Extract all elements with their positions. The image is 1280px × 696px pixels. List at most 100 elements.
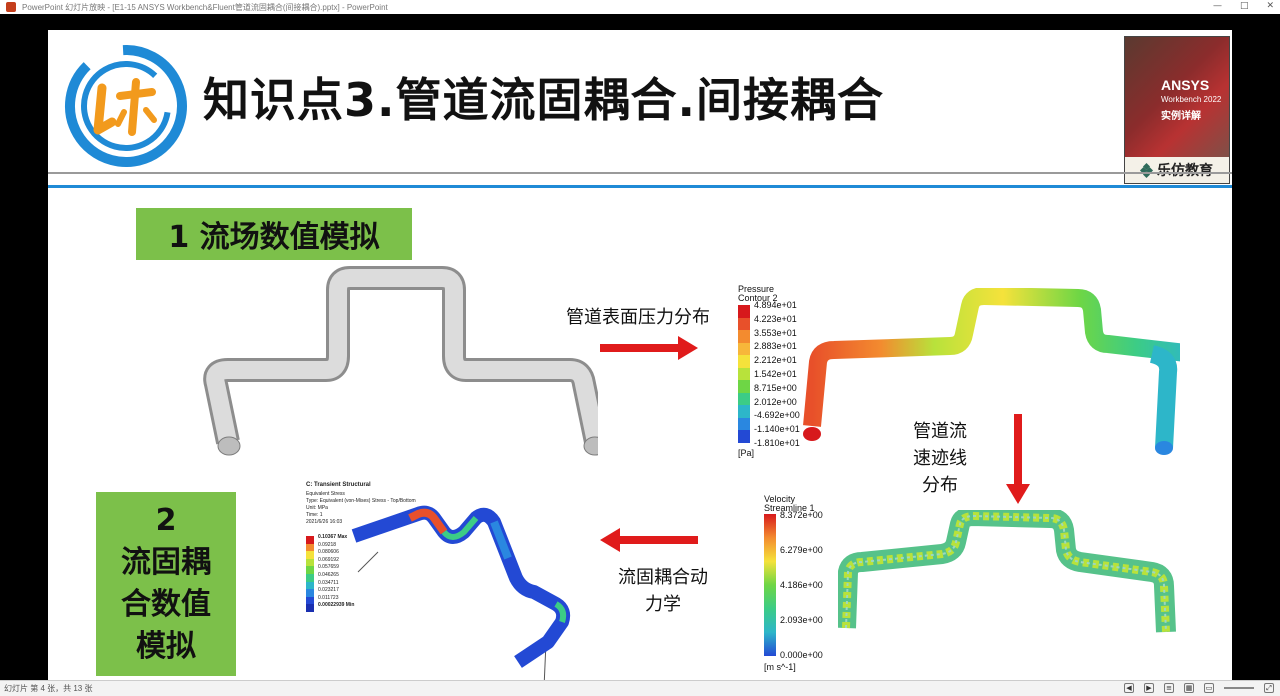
structural-color-block	[306, 604, 314, 612]
structural-color-block	[306, 558, 314, 567]
pressure-colorbar	[738, 305, 750, 443]
section2-label: 2 流固耦 合数值 模拟	[96, 492, 236, 676]
structural-legend-value: 0.023217	[318, 587, 339, 594]
slide-counter: 幻灯片 第 4 张，共 13 张	[4, 684, 93, 693]
pressure-legend-value: -1.140e+01	[754, 424, 800, 435]
fit-slide-button[interactable]: ⤢	[1264, 683, 1274, 693]
pressure-legend-value: 2.212e+01	[754, 355, 797, 366]
structural-legend-value: 0.00022939 Min	[318, 602, 355, 609]
streamline-image	[838, 510, 1176, 633]
velocity-colorbar	[764, 514, 776, 656]
arrow-down-icon	[1006, 414, 1030, 504]
structural-color-block	[306, 566, 314, 574]
structural-color-block	[306, 589, 314, 597]
divider-blue	[48, 185, 1232, 188]
pressure-color-block	[738, 405, 750, 418]
structural-color-block	[306, 551, 314, 559]
velocity-legend-value: 0.000e+00	[780, 650, 823, 660]
pressure-color-block	[738, 367, 750, 381]
section1-label: 1 流场数值模拟	[136, 208, 412, 260]
minimize-button[interactable]: —	[1212, 1, 1222, 11]
pressure-color-block	[738, 392, 750, 406]
structural-info-line: 2021/6/26 16:03	[306, 519, 343, 525]
caption-fsi: 流固耦合动 力学	[618, 567, 708, 615]
structural-info-line: Time: 1	[306, 512, 323, 518]
slideshow-stage: 知识点3.管道流固耦合.间接耦合 ANSYS Workbench 2022 实例…	[0, 14, 1280, 694]
pressure-color-block	[738, 355, 750, 368]
structural-legend-value: 0.057659	[318, 564, 339, 571]
pressure-legend-title: Pressure	[738, 284, 775, 294]
pressure-legend-value: 4.223e+01	[754, 313, 797, 324]
velocity-legend-value: 8.372e+00	[780, 510, 823, 520]
brand-logo	[65, 44, 187, 167]
book-ansys-text: ANSYS	[1161, 77, 1210, 93]
pressure-color-block	[738, 430, 750, 443]
pipe-geometry-image	[203, 266, 598, 456]
pressure-legend-value: 4.894e+01	[754, 300, 797, 310]
book-brand-bar: 乐仿教育	[1125, 157, 1229, 183]
close-button[interactable]: ✕	[1266, 1, 1274, 11]
status-bar: 幻灯片 第 4 张，共 13 张 ◀ ▶ ≡ ▦ ▭ ⤢	[0, 680, 1280, 696]
caption-pressure: 管道表面压力分布	[566, 307, 710, 328]
structural-color-block	[306, 581, 314, 590]
structural-color-block	[306, 536, 314, 544]
pressure-legend-value: -4.692e+00	[754, 410, 800, 421]
structural-legend-value: 0.09218	[318, 541, 337, 548]
status-controls: ◀ ▶ ≡ ▦ ▭ ⤢	[1124, 683, 1274, 693]
prev-slide-button[interactable]: ◀	[1124, 683, 1134, 693]
velocity-legend-value: 6.279e+00	[780, 545, 823, 555]
pressure-color-block	[738, 330, 750, 343]
structural-stress-image	[351, 505, 571, 689]
menu-button[interactable]: ≡	[1164, 683, 1174, 693]
reading-view-button[interactable]: ▭	[1204, 683, 1214, 693]
window-title: PowerPoint 幻灯片放映 - [E1-15 ANSYS Workbenc…	[22, 2, 388, 12]
grid-view-button[interactable]: ▦	[1184, 683, 1194, 693]
next-slide-button[interactable]: ▶	[1144, 683, 1154, 693]
brand-diamond-icon	[1139, 162, 1154, 179]
velocity-legend-unit: [m s^-1]	[764, 662, 796, 672]
structural-color-block	[306, 543, 314, 552]
pressure-legend-value: 1.542e+01	[754, 369, 797, 379]
structural-legend-value: 0.011723	[318, 594, 339, 601]
book-subtitle-2: 实例详解	[1161, 111, 1201, 122]
book-subtitle: Workbench 2022	[1161, 95, 1222, 104]
pressure-legend-value: 2.883e+01	[754, 341, 797, 352]
structural-legend-title: C: Transient Structural	[306, 482, 371, 488]
divider-gray	[48, 172, 1232, 174]
pressure-legend-value: 8.715e+00	[754, 382, 797, 393]
arrow-right-icon	[600, 336, 698, 360]
structural-color-block	[306, 573, 314, 582]
caption-streamline: 管道流 速迹线 分布	[913, 421, 967, 496]
right-black-border	[1232, 14, 1280, 680]
window-controls: — □ ✕	[1213, 1, 1274, 11]
pressure-legend-value: 3.553e+01	[754, 327, 797, 338]
pressure-color-block	[738, 417, 750, 431]
structural-info-line: Type: Equivalent (von-Mises) Stress - To…	[306, 498, 416, 504]
structural-legend-value: 0.069192	[318, 556, 339, 563]
powerpoint-icon	[6, 2, 16, 12]
velocity-legend-value: 2.093e+00	[780, 615, 823, 625]
structural-legend-value: 0.080606	[318, 549, 339, 556]
maximize-button[interactable]: □	[1239, 1, 1249, 11]
structural-legend-value: 0.046265	[318, 572, 339, 578]
velocity-legend-value: 4.186e+00	[780, 580, 823, 590]
arrow-left-icon	[600, 528, 698, 552]
structural-color-block	[306, 596, 314, 605]
pressure-color-block	[738, 317, 750, 331]
pressure-legend-subtitle: Contour 2	[738, 293, 778, 303]
slide-title: 知识点3.管道流固耦合.间接耦合	[203, 73, 884, 127]
zoom-slider[interactable]	[1224, 687, 1254, 689]
pressure-legend-value: 2.012e+00	[754, 396, 797, 407]
window-title-bar: PowerPoint 幻灯片放映 - [E1-15 ANSYS Workbenc…	[0, 0, 1280, 14]
pressure-contour-image	[803, 288, 1180, 455]
book-brand-text: 乐仿教育	[1157, 163, 1213, 179]
slide[interactable]: 知识点3.管道流固耦合.间接耦合 ANSYS Workbench 2022 实例…	[48, 30, 1232, 694]
structural-legend-value: 0.034711	[318, 579, 339, 586]
structural-colorbar	[306, 536, 314, 612]
pressure-legend-value: -1.810e+01	[754, 438, 800, 448]
structural-info-line: Equivalent Stress	[306, 491, 345, 497]
pressure-color-block	[738, 342, 750, 356]
structural-legend-value: 0.10367 Max	[318, 534, 348, 540]
pressure-legend-unit: [Pa]	[738, 448, 755, 458]
structural-info-line: Unit: MPa	[306, 505, 328, 511]
